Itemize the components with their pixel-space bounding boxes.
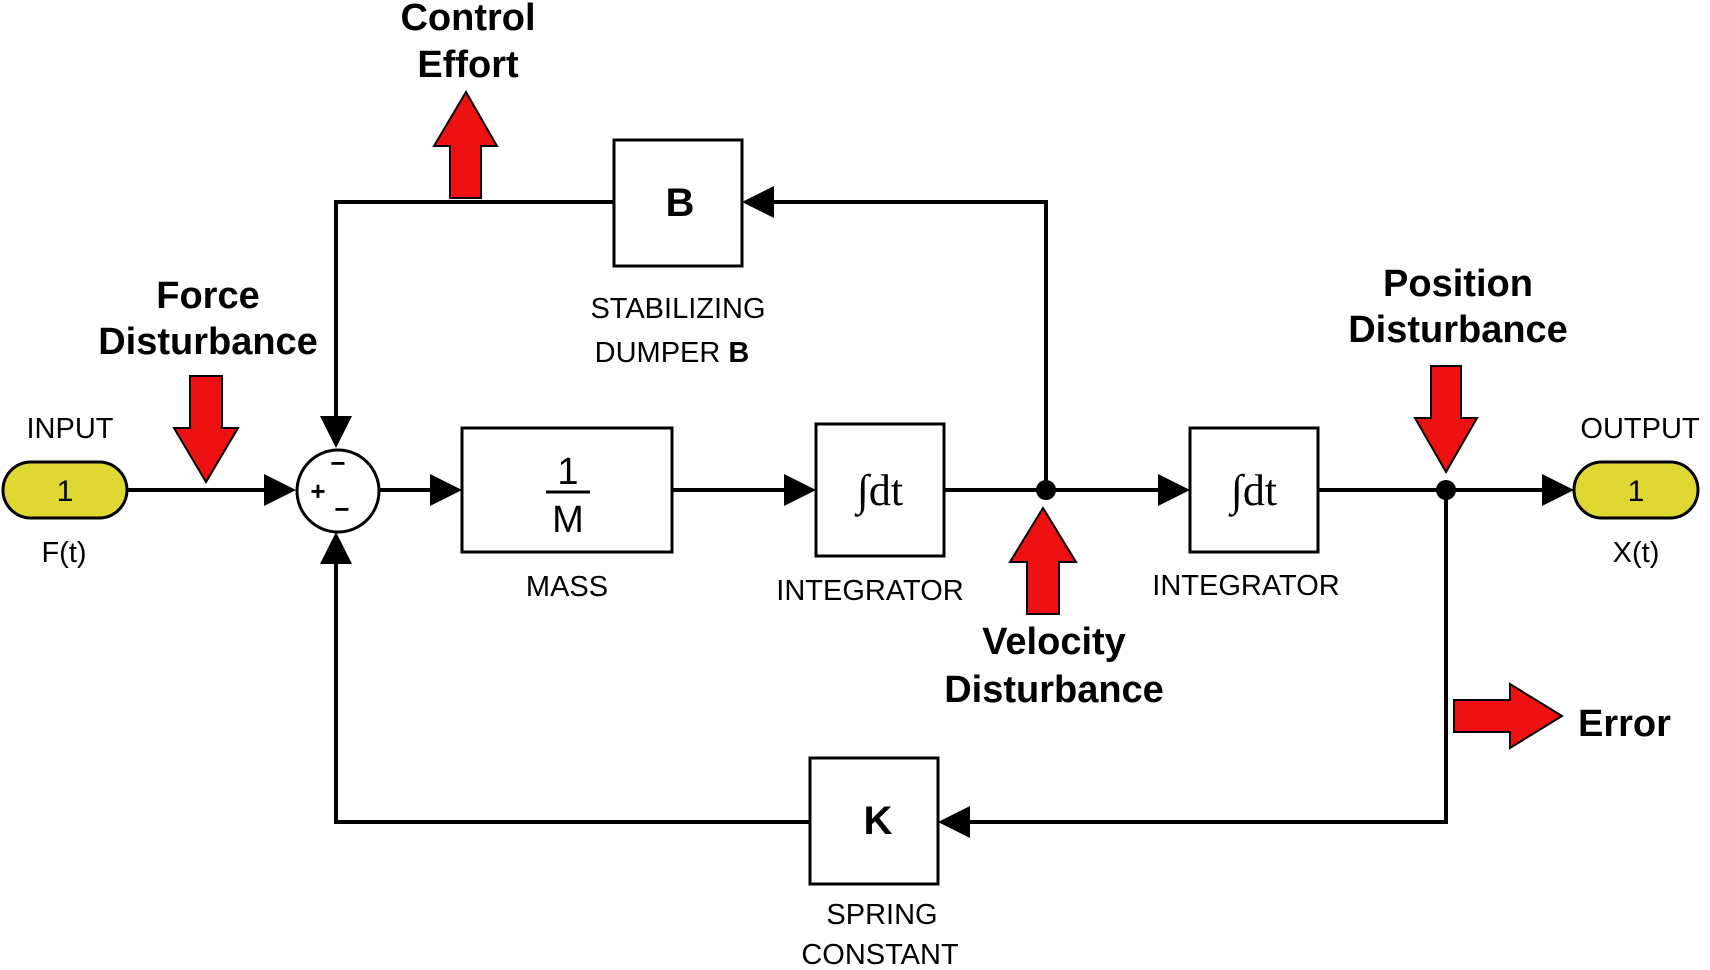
force-disturbance-arrow-icon xyxy=(172,375,240,484)
arrowhead-integrator1 xyxy=(784,474,816,506)
integrator1-block[interactable] xyxy=(814,422,946,558)
output-port[interactable] xyxy=(1572,460,1700,520)
damper-block[interactable] xyxy=(612,138,744,268)
wire-spring-to-sum xyxy=(334,562,810,824)
input-signal-label: F(t) xyxy=(41,537,86,569)
input-port-label: INPUT xyxy=(27,413,114,445)
damper-text: B xyxy=(666,181,695,225)
spring-text: K xyxy=(864,799,893,843)
velocity-disturbance-label-line2: Disturbance xyxy=(944,669,1164,711)
control-effort-label-line2: Effort xyxy=(417,44,519,86)
force-disturbance-label-line2: Disturbance xyxy=(98,321,318,363)
integrator2-text: ∫dt xyxy=(1228,466,1277,517)
integrator2-caption: INTEGRATOR xyxy=(1152,570,1339,602)
velocity-disturbance-arrow-icon xyxy=(1008,506,1078,615)
arrowhead-damper xyxy=(742,186,774,218)
arrowhead-mass xyxy=(430,474,462,506)
integrator1-caption: INTEGRATOR xyxy=(776,575,963,607)
arrowhead-spring xyxy=(938,806,970,838)
position-disturbance-arrow-icon xyxy=(1413,365,1479,475)
position-disturbance-label-line1: Position xyxy=(1383,263,1533,305)
mass-denominator: M xyxy=(552,499,584,541)
position-disturbance-label-line2: Disturbance xyxy=(1348,309,1568,351)
mass-block[interactable] xyxy=(460,426,674,554)
wire-velocity-feedback xyxy=(772,200,1048,490)
input-port-number: 1 xyxy=(57,475,74,508)
mass-caption: MASS xyxy=(526,571,608,603)
integrator2-block[interactable] xyxy=(1188,426,1320,554)
arrowhead-output xyxy=(1542,474,1574,506)
damper-caption-line2: DUMPER B xyxy=(595,337,750,369)
force-disturbance-label-line1: Force xyxy=(156,275,259,317)
control-effort-label-line1: Control xyxy=(400,0,535,39)
wire-position-feedback xyxy=(968,490,1448,824)
damper-caption-prefix: DUMPER xyxy=(595,337,729,369)
damper-caption-line1: STABILIZING xyxy=(590,293,765,325)
junction-velocity xyxy=(1036,480,1056,500)
wire-damper-to-sum xyxy=(334,200,614,418)
arrowhead-sum-top xyxy=(320,416,352,448)
integrator1-text: ∫dt xyxy=(854,466,903,517)
error-arrow-icon xyxy=(1453,682,1564,750)
summing-junction[interactable] xyxy=(295,448,381,534)
mass-numerator: 1 xyxy=(557,451,578,493)
spring-block[interactable] xyxy=(808,756,940,886)
output-port-label: OUTPUT xyxy=(1580,413,1700,445)
output-signal-label: X(t) xyxy=(1613,537,1660,569)
junction-position xyxy=(1436,480,1456,500)
spring-caption-line1: SPRING xyxy=(826,899,937,931)
control-effort-arrow-icon xyxy=(432,90,499,199)
damper-caption-bold: B xyxy=(728,337,749,369)
input-port[interactable] xyxy=(1,460,129,520)
sum-plus-sign: + xyxy=(310,476,325,506)
spring-caption-line2: CONSTANT xyxy=(801,939,959,970)
sum-minus-bottom: − xyxy=(334,494,349,524)
sum-minus-top: − xyxy=(330,448,345,478)
output-port-number: 1 xyxy=(1628,475,1645,508)
arrowhead-sum-left xyxy=(264,474,296,506)
error-label: Error xyxy=(1578,703,1671,745)
velocity-disturbance-label-line1: Velocity xyxy=(982,621,1126,663)
arrowhead-sum-bottom xyxy=(320,532,352,564)
arrowhead-integrator2 xyxy=(1158,474,1190,506)
